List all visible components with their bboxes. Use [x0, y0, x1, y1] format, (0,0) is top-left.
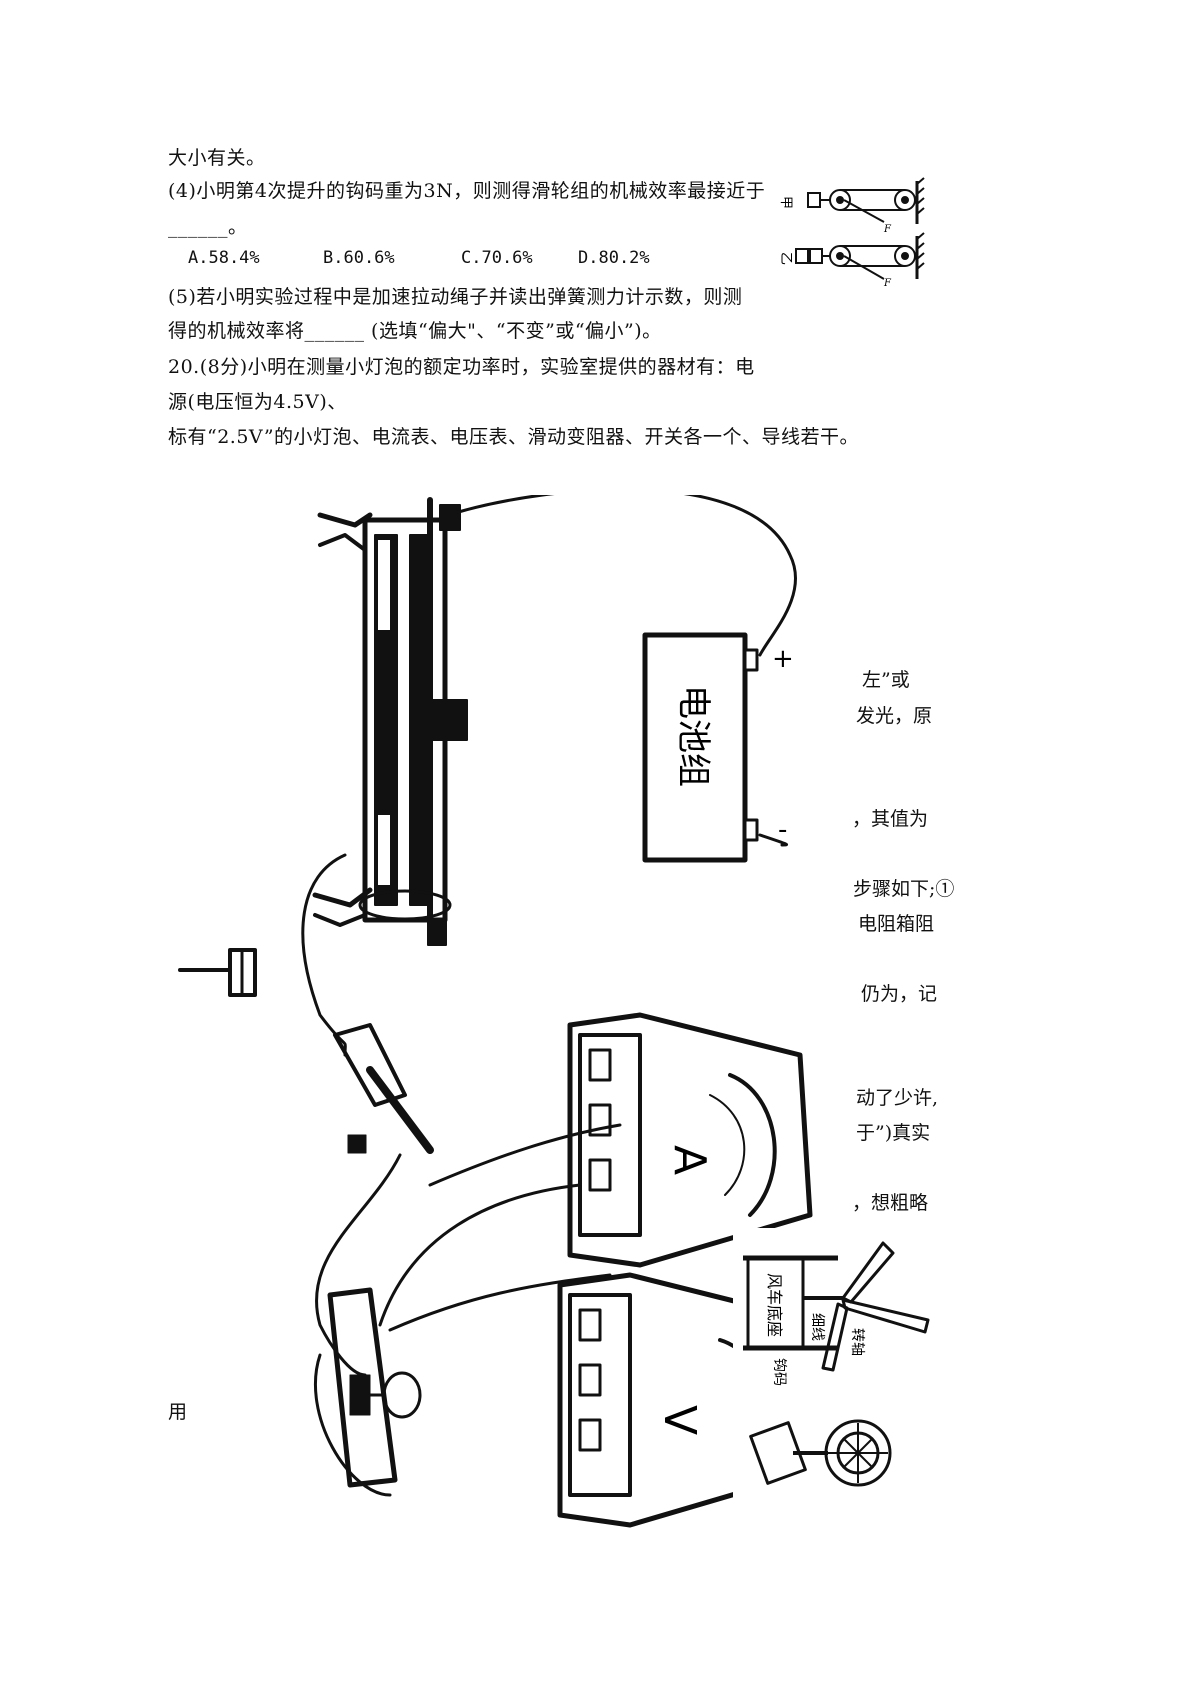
- voltmeter-label: V: [654, 1405, 705, 1435]
- fragment-8: 于”)真实: [856, 1122, 931, 1144]
- fragment-7: 动了少许,: [856, 1087, 939, 1109]
- battery-plus-label: +: [772, 644, 794, 674]
- figure-label-symbol: [178, 948, 257, 997]
- text-line-7: 20.(8分)小明在测量小灯泡的额定功率时，实验室提供的器材有：电: [168, 356, 755, 378]
- text-line-5: (5)若小明实验过程中是加速拉动绳子并读出弹簧测力计示数，则测: [168, 286, 743, 308]
- fragment-2: 发光，原: [856, 705, 933, 727]
- text-line-6: 得的机械效率将______ (选填“偏大"、“不变”或“偏小”)。: [168, 320, 662, 342]
- fragment-9: ，想粗略: [852, 1192, 929, 1214]
- text-line-1: 大小有关。: [168, 147, 266, 169]
- fan-weight-label: 钩码: [771, 1358, 787, 1386]
- text-line-2: (4)小明第4次提升的钩码重为3N，则测得滑轮组的机械效率最接近于: [168, 180, 766, 202]
- pulley-diagram: 甲 乙 F F: [778, 177, 925, 286]
- ammeter: [567, 1012, 813, 1268]
- rheostat: [312, 497, 468, 946]
- battery: [642, 632, 759, 863]
- fragment-4: 步骤如下;①: [853, 878, 955, 900]
- fan-base-label: 风车底座: [765, 1273, 784, 1337]
- pulley-force-1: F: [883, 224, 892, 235]
- option-d: D.80.2%: [578, 248, 650, 268]
- text-line-9: 标有“2.5V”的小灯泡、电流表、电压表、滑动变阻器、开关各一个、导线若干。: [168, 426, 860, 448]
- ammeter-label: A: [664, 1145, 715, 1175]
- battery-minus-label: -: [778, 815, 787, 845]
- windmill-figure: 风车底座 细线 转轴 钩码: [733, 1228, 943, 1513]
- fan-thread-label: 细线: [809, 1313, 825, 1341]
- fragment-3: ，其值为: [852, 808, 929, 830]
- text-line-3: ______。: [168, 216, 248, 238]
- pulley-label-2: 乙: [778, 252, 793, 265]
- battery-label: 电池组: [673, 685, 713, 787]
- circuit-diagram: + - 电池组 A V: [178, 495, 813, 1528]
- option-c: C.70.6%: [461, 248, 533, 268]
- fragment-1: 左”或: [862, 669, 910, 691]
- option-b: B.60.6%: [323, 248, 395, 268]
- switch: [333, 1023, 434, 1154]
- lamp-base: [327, 1287, 422, 1488]
- bottom-left-text: 用: [168, 1401, 188, 1423]
- fan-axle-label: 转轴: [849, 1328, 865, 1356]
- fragment-6: 仍为，记: [861, 983, 938, 1005]
- pulley-force-2: F: [883, 278, 892, 286]
- fragment-5: 电阻箱阻: [858, 913, 935, 935]
- pulley-label-1: 甲: [778, 196, 793, 209]
- text-line-8: 源(电压恒为4.5V)、: [168, 391, 347, 413]
- option-a: A.58.4%: [188, 248, 260, 268]
